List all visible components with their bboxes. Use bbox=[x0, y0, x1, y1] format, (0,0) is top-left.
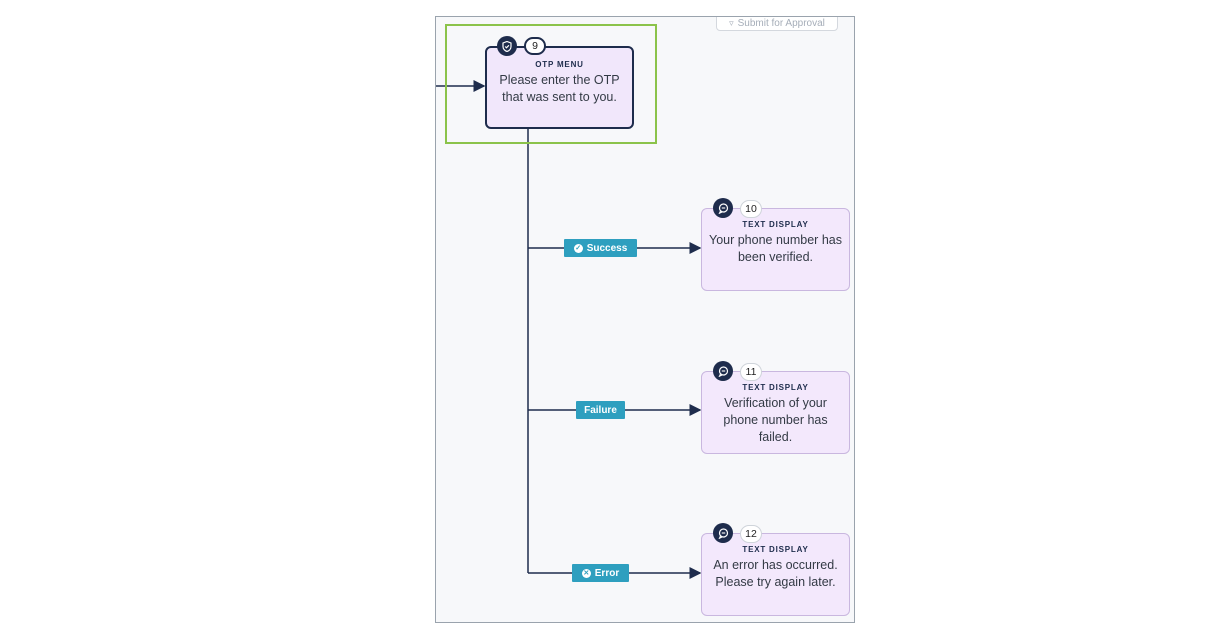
node-text: An error has occurred. Please try again … bbox=[713, 558, 838, 589]
text-display-node-10[interactable]: 10 TEXT DISPLAY Your phone number has be… bbox=[701, 198, 850, 291]
edge-label-text: Error bbox=[594, 567, 620, 579]
node-type-label: OTP MENU bbox=[535, 60, 584, 69]
submit-for-approval-button[interactable]: ▿ Submit for Approval bbox=[716, 17, 838, 31]
edge-label-failure[interactable]: Failure bbox=[576, 401, 625, 419]
text-display-node-12[interactable]: 12 TEXT DISPLAY An error has occurred. P… bbox=[701, 523, 850, 616]
edge-label-text: Failure bbox=[584, 404, 617, 416]
node-text: Verification of your phone number has fa… bbox=[723, 396, 828, 444]
chat-bubble-icon bbox=[713, 523, 733, 543]
node-number-badge: 9 bbox=[524, 37, 546, 55]
node-number-badge: 10 bbox=[740, 200, 762, 218]
check-circle-icon: ✓ bbox=[573, 243, 583, 253]
node-text: Please enter the OTP that was sent to yo… bbox=[499, 73, 620, 104]
selection-outline bbox=[445, 24, 657, 144]
x-circle-icon: ✕ bbox=[581, 568, 591, 578]
text-display-node-11[interactable]: 11 TEXT DISPLAY Verification of your pho… bbox=[701, 361, 850, 454]
edge-label-error[interactable]: ✕ Error bbox=[572, 564, 629, 582]
funnel-icon: ▿ bbox=[729, 17, 734, 28]
chat-bubble-icon bbox=[713, 198, 733, 218]
otp-menu-node[interactable]: 9 OTP MENU Please enter the OTP that was… bbox=[485, 36, 634, 129]
chat-bubble-icon bbox=[713, 361, 733, 381]
node-number-badge: 11 bbox=[740, 363, 762, 381]
node-type-label: TEXT DISPLAY bbox=[742, 383, 809, 392]
edge-label-text: Success bbox=[586, 242, 628, 254]
node-type-label: TEXT DISPLAY bbox=[742, 545, 809, 554]
node-text: Your phone number has been verified. bbox=[709, 233, 842, 264]
shield-check-icon bbox=[497, 36, 517, 56]
node-number-badge: 12 bbox=[740, 525, 762, 543]
edge-label-success[interactable]: ✓ Success bbox=[564, 239, 637, 257]
node-type-label: TEXT DISPLAY bbox=[742, 220, 809, 229]
submit-label: Submit for Approval bbox=[737, 17, 825, 29]
flow-canvas[interactable]: ▿ Submit for Approval 9 OTP MENU Please … bbox=[435, 16, 855, 623]
